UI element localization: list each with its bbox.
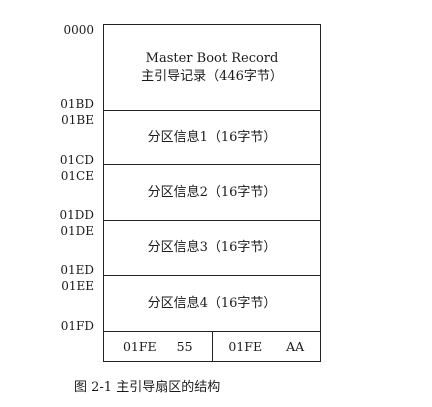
partition-block-2: 分区信息2（16字节） — [104, 165, 320, 221]
mbr-title: Master Boot Record — [145, 50, 279, 66]
signature-offset: 01FE — [228, 339, 263, 354]
boot-sector-diagram: Master Boot Record 主引导记录（446字节） 分区信息1（16… — [103, 24, 321, 362]
mbr-subtitle: 主引导记录（446字节） — [141, 68, 283, 84]
partition-label: 分区信息3（16字节） — [147, 240, 277, 255]
partition-label: 分区信息2（16字节） — [147, 184, 277, 200]
signature-cell-aa: 01FE AA — [211, 332, 321, 361]
signature-row: 01FE 55 01FE AA — [104, 331, 320, 361]
address-label-01de: 01DE — [60, 224, 94, 238]
address-label-01cd: 01CD — [59, 153, 94, 167]
address-label-01ed: 01ED — [60, 263, 94, 277]
partition-label: 分区信息4（16字节） — [147, 296, 277, 311]
address-label-01fd: 01FD — [60, 319, 94, 333]
address-label-01ce: 01CE — [60, 169, 94, 183]
address-label-01bd: 01BD — [60, 97, 94, 111]
signature-cell-55: 01FE 55 — [104, 332, 212, 361]
mbr-block: Master Boot Record 主引导记录（446字节） — [104, 25, 320, 111]
address-label-01dd: 01DD — [59, 208, 94, 222]
partition-block-3: 分区信息3（16字节） — [104, 221, 320, 276]
partition-block-4: 分区信息4（16字节） — [104, 276, 320, 332]
figure-caption: 图 2-1 主引导扇区的结构 — [74, 380, 221, 395]
signature-value: AA — [286, 339, 305, 354]
signature-offset: 01FE — [122, 339, 157, 354]
address-label-0000: 0000 — [63, 23, 94, 37]
signature-value: 55 — [176, 339, 193, 354]
partition-label: 分区信息1（16字节） — [147, 129, 277, 145]
address-label-01be: 01BE — [61, 113, 94, 127]
partition-block-1: 分区信息1（16字节） — [104, 111, 320, 165]
address-label-01ee: 01EE — [61, 279, 94, 293]
